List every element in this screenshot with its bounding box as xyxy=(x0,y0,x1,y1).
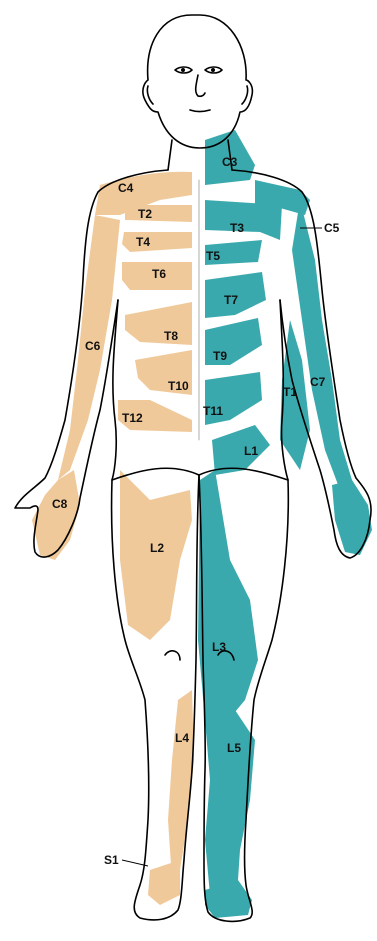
label-c7: C7 xyxy=(310,375,326,389)
label-l2: L2 xyxy=(150,541,164,555)
region-t2 xyxy=(125,205,192,222)
region-t4 xyxy=(122,232,192,252)
head-outline xyxy=(143,15,253,148)
right-side-dermatomes xyxy=(198,130,372,918)
label-l3: L3 xyxy=(212,640,226,654)
label-t10: T10 xyxy=(168,379,189,393)
region-l3 xyxy=(198,470,258,730)
label-t6: T6 xyxy=(152,267,166,281)
torso-left xyxy=(112,300,118,480)
label-c5: C5 xyxy=(324,221,340,235)
label-t12: T12 xyxy=(122,411,143,425)
label-t5: T5 xyxy=(206,249,220,263)
label-l4: L4 xyxy=(175,731,189,745)
label-c8: C8 xyxy=(52,497,68,511)
label-t7: T7 xyxy=(224,293,238,307)
label-l1: L1 xyxy=(244,444,258,458)
label-t11: T11 xyxy=(203,404,223,418)
region-t8 xyxy=(125,302,192,345)
label-l5: L5 xyxy=(227,741,241,755)
region-l1 xyxy=(212,425,270,475)
label-c6: C6 xyxy=(85,339,101,353)
label-t8: T8 xyxy=(164,329,178,343)
label-t1: T1 xyxy=(283,385,297,399)
label-t9: T9 xyxy=(213,349,227,363)
label-s1: S1 xyxy=(104,853,119,867)
label-c3: C3 xyxy=(222,155,238,169)
label-t3: T3 xyxy=(230,221,244,235)
label-t2: T2 xyxy=(138,207,152,221)
label-c4: C4 xyxy=(118,181,134,195)
label-t4: T4 xyxy=(136,235,150,249)
region-l2 xyxy=(120,470,192,640)
region-s1 xyxy=(148,860,180,905)
